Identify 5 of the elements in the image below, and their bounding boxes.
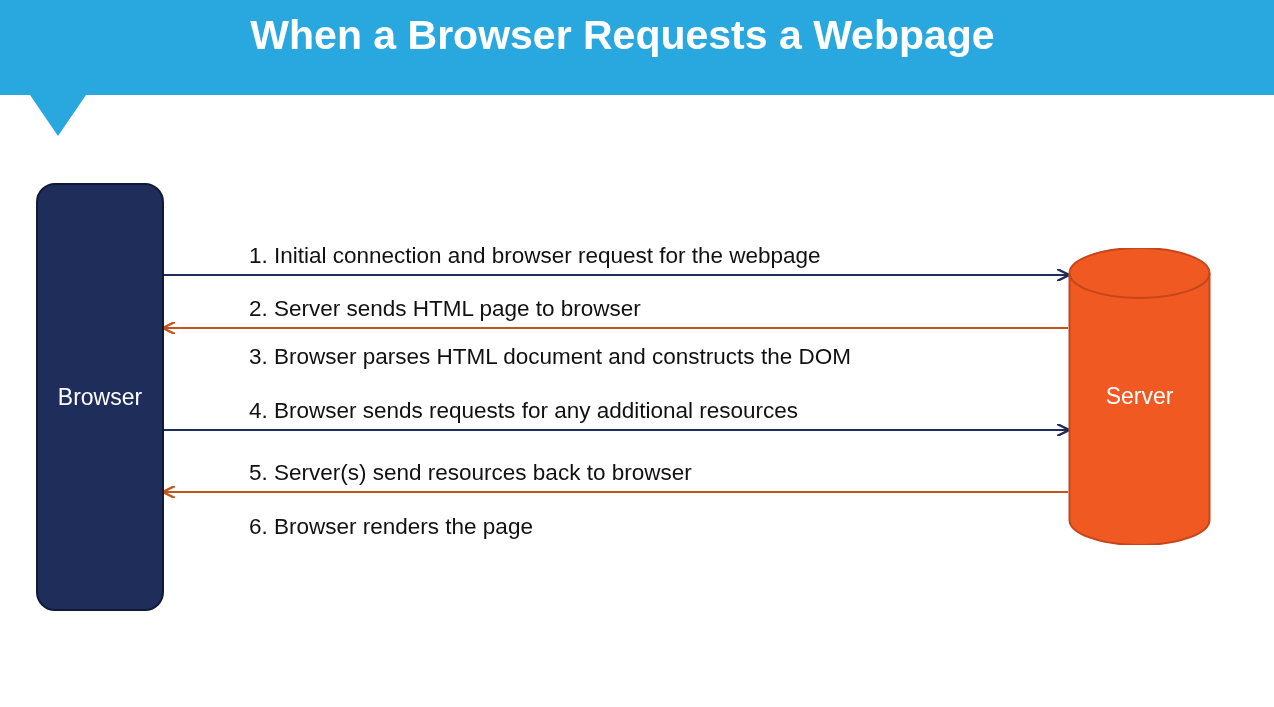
database-cylinder	[1068, 248, 1211, 545]
node-label: Browser	[57, 383, 143, 411]
browser-box	[36, 183, 164, 611]
title: When a Browser Requests a Webpage	[249, 12, 996, 59]
node-label: Server	[1105, 383, 1174, 410]
